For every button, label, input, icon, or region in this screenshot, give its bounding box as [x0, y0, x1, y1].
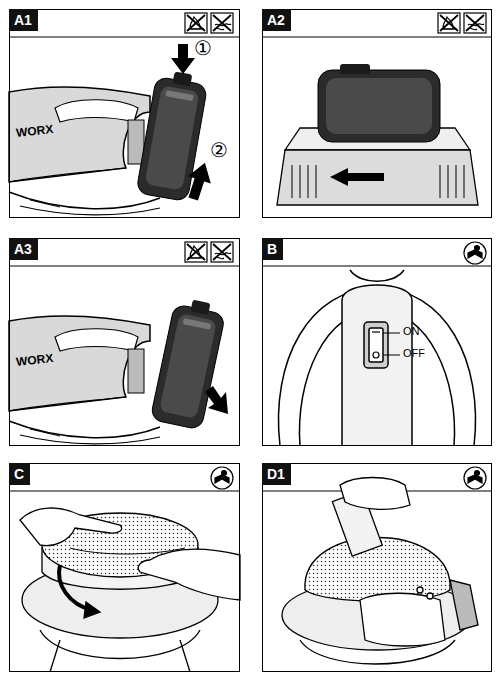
sponge-fitting-illustration-part: [138, 549, 240, 600]
battery-remove-illustration-part: [205, 386, 228, 414]
panel-label: B: [262, 238, 283, 260]
sponge-fitting-illustration-part: [40, 630, 200, 659]
charger-illustration-part: [448, 165, 449, 198]
charger-illustration-part: [464, 165, 465, 198]
sponge-removal-illustration-part: [340, 478, 410, 510]
panel-header-lines-part: [9, 490, 240, 491]
panel-label: A2: [262, 9, 291, 31]
switch-illustration-part: [372, 331, 380, 332]
sponge-removal-illustration-part: [360, 593, 445, 646]
charger-illustration-part: [318, 70, 440, 142]
panel-header-lines: [9, 37, 492, 491]
sponge-fitting-illustration-part: [84, 602, 100, 618]
sponge-removal-illustration-part: [427, 593, 433, 599]
battery-remove-illustration-part: [9, 316, 160, 444]
charger-illustration-part: [440, 165, 441, 198]
warning-icons-part: [185, 13, 233, 33]
switch-position: OFF: [403, 347, 425, 359]
warning-icons-part: [185, 13, 207, 33]
switch-illustration: [278, 270, 475, 446]
charger-illustration-part: [340, 64, 370, 74]
warning-icons-part: [213, 15, 231, 31]
read-manual-icons-part: [464, 467, 486, 489]
warning-icons-part: [185, 242, 233, 262]
figure-panel: A2: [262, 9, 492, 218]
switch-illustration-part: [383, 333, 400, 334]
charger-illustration-part: [330, 168, 384, 186]
panel-label: A1: [9, 9, 38, 31]
callout-number: ①: [194, 36, 212, 60]
sponge-removal-illustration-part: [450, 580, 478, 630]
battery-insert-illustration-part: [171, 44, 195, 74]
warning-icons: [185, 13, 486, 262]
panel-header-lines-part: [262, 36, 492, 37]
figure-panel: D1: [262, 463, 492, 672]
charger-illustration-part: [292, 165, 293, 198]
sponge-fitting-illustration-part: [70, 548, 185, 554]
charger-illustration-part: [300, 165, 301, 198]
sponge-removal-illustration-part: [417, 587, 423, 593]
switch-illustration-part: [364, 322, 388, 368]
sponge-fitting-illustration-part: [20, 508, 122, 546]
warning-icons-part: [211, 242, 233, 262]
read-manual-icons-part: [215, 475, 229, 483]
battery-remove-illustration-part: [150, 296, 227, 430]
figure-panel: A3: [9, 238, 240, 446]
switch-position: ON: [403, 325, 420, 337]
switch-illustration-part: [350, 270, 404, 281]
panel-header-lines-part: [9, 265, 240, 266]
warning-icons-part: [438, 13, 486, 33]
warning-icons-part: [213, 244, 231, 260]
charger-illustration-part: [316, 165, 317, 198]
battery-insert-illustration-part: [182, 159, 217, 203]
switch-illustration-part: [369, 328, 383, 362]
warning-icons-part: [185, 242, 207, 262]
warning-icons-part: [464, 13, 486, 33]
charger-illustration-part: [308, 165, 309, 198]
read-manual-icons-part: [468, 250, 482, 258]
read-manual-icons: [211, 242, 486, 489]
charger-illustration-part: [292, 165, 464, 198]
warning-icons-part: [187, 15, 205, 31]
callout-number: ②: [210, 138, 228, 162]
read-manual-icons-part: [464, 467, 486, 489]
panel-label: A3: [9, 238, 38, 260]
charger-illustration-part: [326, 78, 432, 134]
switch-illustration-part: [342, 285, 412, 446]
read-manual-icons-part: [211, 467, 233, 489]
read-manual-icons-part: [464, 242, 486, 264]
figure-panel: C: [9, 463, 240, 672]
battery-remove-illustration-part: [150, 296, 227, 430]
battery-insert-illustration-part: [9, 87, 160, 215]
charger-illustration-part: [456, 165, 457, 198]
sponge-removal-illustration: [282, 478, 478, 665]
warning-icons-part: [466, 15, 484, 31]
warning-icons-part: [187, 244, 205, 260]
switch-illustration-part: [373, 352, 379, 358]
warning-icons-part: [438, 13, 460, 33]
read-manual-icons-part: [468, 475, 482, 483]
warning-icons-part: [440, 15, 458, 31]
panel-label: C: [9, 463, 30, 485]
battery-insert-illustration: [9, 44, 216, 215]
sponge-fitting-illustration: [20, 508, 240, 672]
warning-icons-part: [211, 13, 233, 33]
sponge-fitting-illustration-part: [50, 640, 190, 672]
panel-label: D1: [262, 463, 291, 485]
switch-illustration-part: [383, 355, 400, 356]
panel-header-lines-part: [262, 265, 492, 266]
battery-remove-illustration-part: [9, 316, 160, 444]
battery-remove-illustration: [9, 296, 228, 444]
charger-illustration: [277, 64, 478, 205]
charger-illustration-part: [277, 150, 478, 205]
figure-panel: B: [262, 238, 492, 446]
read-manual-icons-part: [211, 467, 233, 489]
battery-insert-illustration-part: [182, 159, 217, 203]
read-manual-icons-part: [464, 242, 486, 264]
